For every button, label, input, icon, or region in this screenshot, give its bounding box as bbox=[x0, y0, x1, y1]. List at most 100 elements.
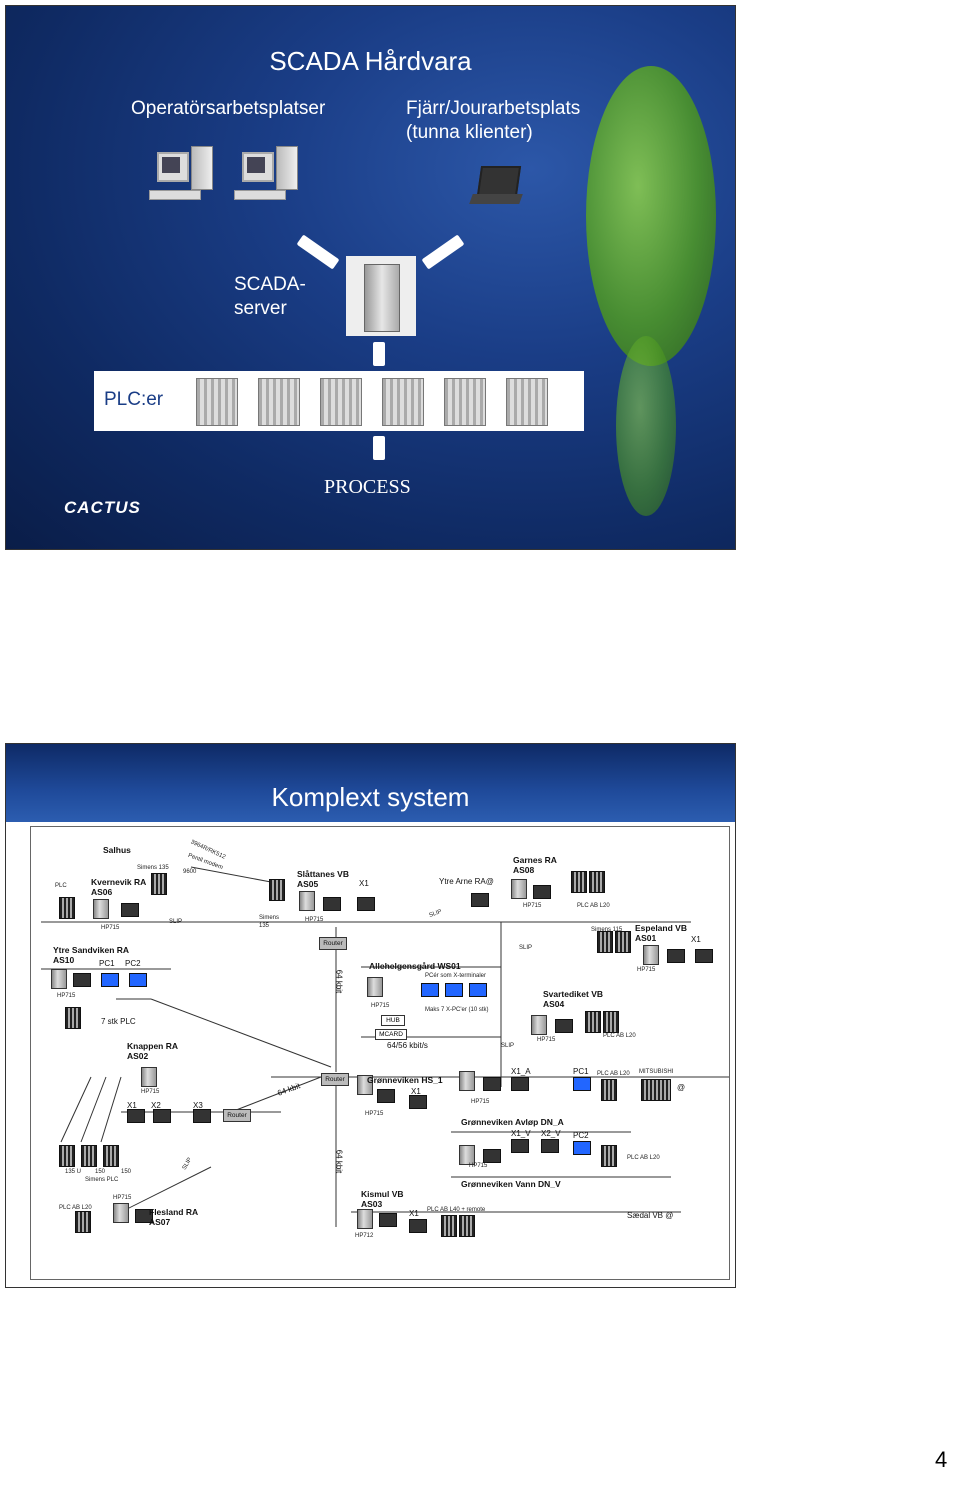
monitor-icon bbox=[357, 897, 375, 911]
label-modem-3: 9600 bbox=[183, 869, 197, 875]
label-hp715-slattanes: HP715 bbox=[305, 917, 324, 923]
label-simens-plc: Simens PLC bbox=[85, 1177, 119, 1183]
plc-rack-icon bbox=[59, 897, 75, 919]
monitor-icon bbox=[409, 1095, 427, 1109]
plc-rack-icon bbox=[459, 1215, 475, 1237]
monitor-icon bbox=[483, 1077, 501, 1091]
label-hp715-garnes: HP715 bbox=[523, 903, 542, 909]
label-x1-espeland: X1 bbox=[691, 935, 701, 944]
label-7-stk-plc: 7 stk PLC bbox=[101, 1017, 136, 1026]
plc-rack-icon bbox=[601, 1079, 617, 1101]
label-as10: AS10 bbox=[53, 955, 75, 965]
monitor-icon bbox=[573, 1077, 591, 1091]
label-knappen: Knappen RA bbox=[127, 1041, 178, 1051]
monitor-icon bbox=[421, 983, 439, 997]
server-label-2: server bbox=[234, 298, 287, 319]
label-at-mitsubishi: @ bbox=[677, 1083, 686, 1092]
plc-rack-icon bbox=[65, 1007, 81, 1029]
label-pc2-b: PC2 bbox=[573, 1131, 589, 1140]
monitor-icon bbox=[101, 973, 119, 987]
label-espeland: Espeland VB bbox=[635, 923, 687, 933]
workstation-icon bbox=[51, 969, 67, 989]
workstation-icon bbox=[643, 945, 659, 965]
monitor-icon bbox=[541, 1139, 559, 1153]
monitor-icon bbox=[555, 1019, 573, 1033]
label-x1-kismul: X1 bbox=[409, 1209, 419, 1218]
label-plc-remote: PLC AB L40 + remote bbox=[427, 1207, 486, 1213]
label-plc: PLC bbox=[55, 883, 67, 889]
label-x2-knappen: X2 bbox=[151, 1101, 161, 1110]
workstation-icon bbox=[113, 1203, 129, 1223]
label-hp715-gronneviken: HP715 bbox=[365, 1111, 384, 1117]
plc-rack-icon bbox=[641, 1079, 671, 1101]
label-64kbit-vertical-2: 64 kbit bbox=[334, 1149, 344, 1174]
label-ytre-arne: Ytre Arne RA@ bbox=[439, 877, 494, 886]
label-plc-ab-flesland: PLC AB L20 bbox=[59, 1205, 92, 1211]
link-modem bbox=[190, 866, 272, 883]
workstation-icon bbox=[459, 1145, 475, 1165]
link-knappen-router bbox=[230, 1076, 322, 1113]
workstation-icon bbox=[141, 1067, 157, 1087]
label-pc1-b: PC1 bbox=[573, 1067, 589, 1076]
label-maks: Maks 7 X-PC'er (10 stk) bbox=[425, 1007, 489, 1013]
monitor-icon bbox=[409, 1219, 427, 1233]
label-as02: AS02 bbox=[127, 1051, 149, 1061]
label-6456kbits: 64/56 kbit/s bbox=[387, 1041, 428, 1050]
label-plc-ab-garnes: PLC AB L20 bbox=[577, 903, 610, 909]
plc-rack-icon bbox=[601, 1145, 617, 1167]
workstation-icon-2 bbox=[234, 146, 304, 204]
label-pc1: PC1 bbox=[99, 959, 115, 968]
label-salhus: Salhus bbox=[103, 845, 131, 855]
slide-scada-hardware: SCADA Hårdvara Operatörsarbetsplatser Fj… bbox=[5, 5, 736, 550]
plc-rack-icon-2 bbox=[258, 378, 300, 426]
diagram-links bbox=[41, 866, 729, 1227]
label-as03: AS03 bbox=[361, 1199, 383, 1209]
monitor-icon bbox=[511, 1139, 529, 1153]
label-x1-knappen: X1 bbox=[127, 1101, 137, 1110]
label-as08: AS08 bbox=[513, 865, 535, 875]
plc-rack-icon-6 bbox=[506, 378, 548, 426]
label-as01: AS01 bbox=[635, 933, 657, 943]
label-pc2: PC2 bbox=[125, 959, 141, 968]
server-label-1: SCADA- bbox=[234, 274, 306, 295]
plc-label: PLC:er bbox=[104, 389, 164, 410]
label-x2-v: X2_V bbox=[541, 1129, 561, 1138]
monitor-icon bbox=[121, 903, 139, 917]
monitor-icon bbox=[483, 1149, 501, 1163]
workstation-icon bbox=[531, 1015, 547, 1035]
monitor-icon bbox=[193, 1109, 211, 1123]
monitor-icon bbox=[695, 949, 713, 963]
label-plc-ab-svartediket: PLC AB L20 bbox=[603, 1033, 636, 1039]
router-icon-2: Router bbox=[321, 1073, 349, 1086]
process-label: PROCESS bbox=[324, 476, 411, 498]
double-arrow-icon-vertical-2 bbox=[373, 436, 385, 460]
double-arrow-icon-right bbox=[421, 234, 465, 270]
router-icon-1: Router bbox=[319, 937, 347, 950]
plc-rack-icon-4 bbox=[382, 378, 424, 426]
plc-rack-icon bbox=[589, 871, 605, 893]
plc-rack-icon-5 bbox=[444, 378, 486, 426]
link-plc-left-3 bbox=[100, 1076, 122, 1143]
label-as05: AS05 bbox=[297, 879, 319, 889]
link-plc-left-1 bbox=[60, 1076, 92, 1143]
label-x1-gronneviken: X1 bbox=[411, 1087, 421, 1096]
plc-rack-icon bbox=[103, 1145, 119, 1167]
slide-title: Komplext system bbox=[271, 782, 470, 812]
monitor-icon bbox=[511, 1077, 529, 1091]
label-slattanes: Slåttanes VB bbox=[297, 869, 349, 879]
monitor-icon bbox=[73, 973, 91, 987]
link-flesland bbox=[120, 1166, 212, 1213]
label-simens135-mid-2: 135 bbox=[259, 923, 270, 929]
plc-rack-icon bbox=[571, 871, 587, 893]
label-x1-top: X1 bbox=[359, 879, 369, 888]
mcard-icon: MCARD bbox=[375, 1029, 407, 1040]
label-hp715-vann: HP715 bbox=[469, 1163, 488, 1169]
workstation-icon bbox=[367, 977, 383, 997]
network-diagram: Salhus Simens 135 3964R/RK512 Pentil mod… bbox=[30, 826, 730, 1280]
label-150-a: 150 bbox=[95, 1169, 106, 1175]
label-slip-4: SLIP bbox=[501, 1043, 515, 1049]
label-kismul: Kismul VB bbox=[361, 1189, 404, 1199]
label-allehelgensgard: Allehelgensgård WS01 bbox=[369, 961, 461, 971]
label-as07: AS07 bbox=[149, 1217, 171, 1227]
label-as06: AS06 bbox=[91, 887, 113, 897]
